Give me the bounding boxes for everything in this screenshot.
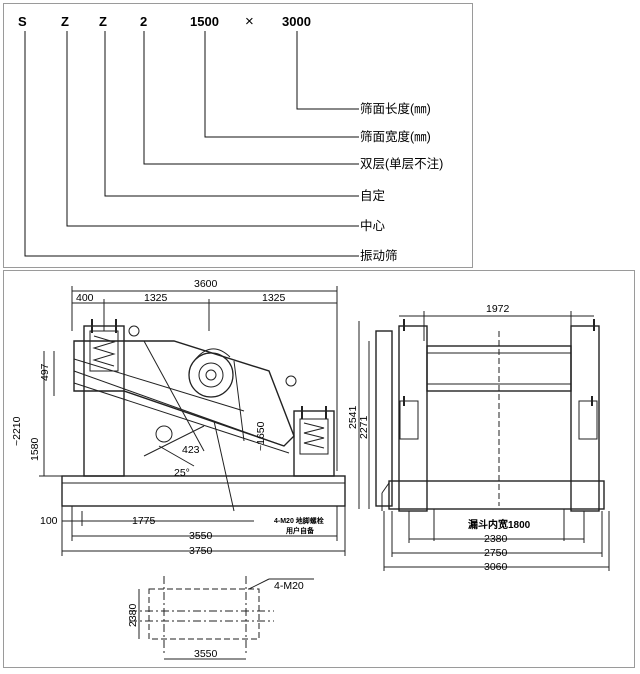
code-part-1: S [18,14,27,29]
end-dim-3060: 3060 [484,561,508,573]
side-dim-497: 497 [39,363,51,381]
hopper-note: 漏斗内宽1800 [468,518,531,531]
code-part-3: Z [99,14,107,29]
label-vibrating-screen: 振动筛 [360,248,398,263]
label-self-aligning: 自定 [360,188,385,203]
side-dim-1650: ~1650 [255,421,267,451]
end-dim-2271: 2271 [358,415,370,439]
label-screen-length: 筛面长度(㎜) [360,101,431,116]
end-dim-2541: 2541 [347,405,359,429]
foundation-bolt-label: 4-M20 [274,580,304,592]
code-part-7: 3000 [282,14,311,29]
leader-line-vibrating [24,31,359,257]
code-part-2: Z [61,14,69,29]
side-dim-2210: ~2210 [11,416,23,446]
code-part-5: 1500 [190,14,219,29]
foundation-height-dim: 2380 [127,603,139,627]
anchor-note-2: 用户自备 [286,526,315,535]
end-dim-2380: 2380 [484,533,508,545]
code-part-4: 2 [140,14,147,29]
side-top-seg-3: 1325 [262,292,286,304]
label-center: 中心 [360,218,386,233]
side-dim-3550: 3550 [189,530,213,542]
model-code-panel: S Z Z 2 1500 × 3000 筛面长度(㎜) 筛面宽度(㎜) 双层(单… [3,3,473,268]
side-dim-3750: 3750 [189,545,213,557]
side-top-seg-1: 400 [76,292,94,304]
end-dim-2750: 2750 [484,547,508,559]
leader-line-custom [104,31,359,197]
drawing-panel: 3600 400 1325 1325 497 ~2210 1580 423 ~1… [3,270,635,668]
side-view [39,286,346,556]
end-view [358,311,610,571]
side-dim-423: 423 [182,444,200,456]
leader-line-center [66,31,359,227]
label-screen-width: 筛面宽度(㎜) [360,129,431,144]
side-angle: 25° [174,467,190,479]
foundation-plan [129,576,314,660]
side-dim-100: 100 [40,515,58,527]
foundation-width-dim: 3550 [194,648,218,660]
model-code-diagram: S Z Z 2 1500 × 3000 筛面长度(㎜) 筛面宽度(㎜) 双层(单… [18,13,443,263]
anchor-note-1: 4-M20 地脚螺栓 [274,516,324,525]
side-top-total: 3600 [194,278,218,290]
code-times-sign: × [245,13,254,30]
engineering-drawing: 3600 400 1325 1325 497 ~2210 1580 423 ~1… [11,278,610,660]
leader-line-double [143,31,359,165]
leader-line-width [204,31,359,138]
leader-line-length [296,31,359,110]
label-double-layer: 双层(单层不注) [360,156,443,171]
side-dim-1580: 1580 [29,437,41,461]
side-dim-1775: 1775 [132,515,156,527]
side-top-seg-2: 1325 [144,292,168,304]
end-top-width: 1972 [486,303,510,315]
